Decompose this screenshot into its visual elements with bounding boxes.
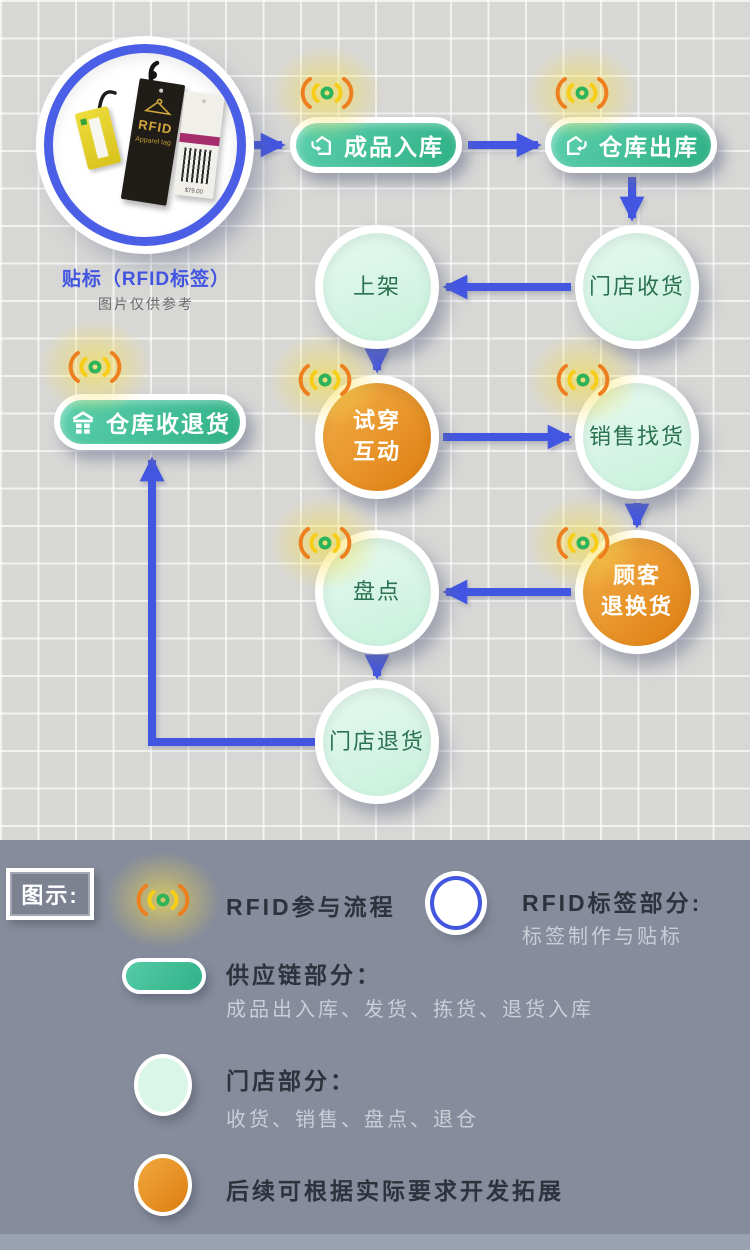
black-tag-subtitle: Apparel tag: [134, 135, 172, 148]
rfid-signal-icon: [268, 332, 382, 428]
yellow-tag-label-strip: [88, 117, 109, 159]
rfid-signal-icon: [106, 852, 220, 948]
black-rfid-tag: RFID Apparel tag: [120, 78, 186, 206]
legend-tag-sub: 标签制作与贴标: [522, 926, 683, 948]
legend-store-circle-swatch: [134, 1054, 192, 1116]
tag-circle-label: 贴标（RFID标签）: [61, 269, 231, 290]
legend-tag-title: RFID标签部分:: [522, 890, 703, 916]
yellow-tag-logo: [80, 118, 88, 126]
flow-arrows: [139, 132, 650, 746]
magenta-stripe: [179, 132, 221, 147]
barcode-icon: [180, 147, 213, 185]
legend-supply-pill-swatch: [122, 958, 206, 994]
legend-panel: 图示: RFID参与流程 RFID标签部分: 标签制作与贴标 供应链部分： 成品…: [0, 840, 750, 1250]
legend-tag-circle-swatch: [430, 876, 482, 930]
node-shelving: 上架: [315, 225, 439, 349]
legend-future-label: 后续可根据实际要求开发拓展: [226, 1178, 564, 1204]
black-tag-title: RFID: [137, 116, 174, 137]
legend-supply-title: 供应链部分：: [226, 962, 382, 988]
legend-future-circle-swatch: [134, 1154, 192, 1216]
node-store-returns: 门店退货: [315, 680, 439, 804]
flow-diagram-area: RFID Apparel tag $79.00 贴标（RFID标签） 图片仅供参…: [0, 0, 750, 840]
arrow-store-return-to-warehouse-return: [139, 456, 315, 746]
tag-hole: [201, 99, 207, 104]
node-label: 门店退货: [328, 728, 425, 754]
node-label: 仓库收退货: [106, 411, 231, 437]
rfid-signal-icon: [38, 319, 152, 415]
rfid-signal-icon: [526, 495, 640, 591]
node-label: 门店收货: [588, 273, 685, 299]
tag-circle-sublabel: 图片仅供参考: [98, 296, 194, 312]
legend-store-sub: 收货、销售、盘点、退仓: [226, 1109, 479, 1131]
tag-photo: RFID Apparel tag $79.00: [53, 53, 237, 237]
rfid-signal-icon: [270, 45, 384, 141]
tag-hole: [158, 88, 164, 93]
rfid-tag-photo-circle: RFID Apparel tag $79.00: [44, 44, 246, 246]
legend-store-title: 门店部分：: [226, 1068, 356, 1094]
rfid-signal-icon: [526, 332, 640, 428]
legend-title-box: 图示:: [6, 868, 94, 920]
node-store-receiving: 门店收货: [575, 225, 699, 349]
rfid-signal-icon: [268, 495, 382, 591]
hanger-icon: [143, 98, 172, 116]
legend-rfid-label: RFID参与流程: [226, 894, 396, 920]
node-label: 上架: [352, 273, 401, 299]
rfid-signal-icon: [525, 45, 639, 141]
bottom-strip: [0, 1234, 750, 1250]
legend-supply-sub: 成品出入库、发货、拣货、退货入库: [226, 999, 594, 1021]
legend-title: 图示:: [21, 883, 79, 908]
